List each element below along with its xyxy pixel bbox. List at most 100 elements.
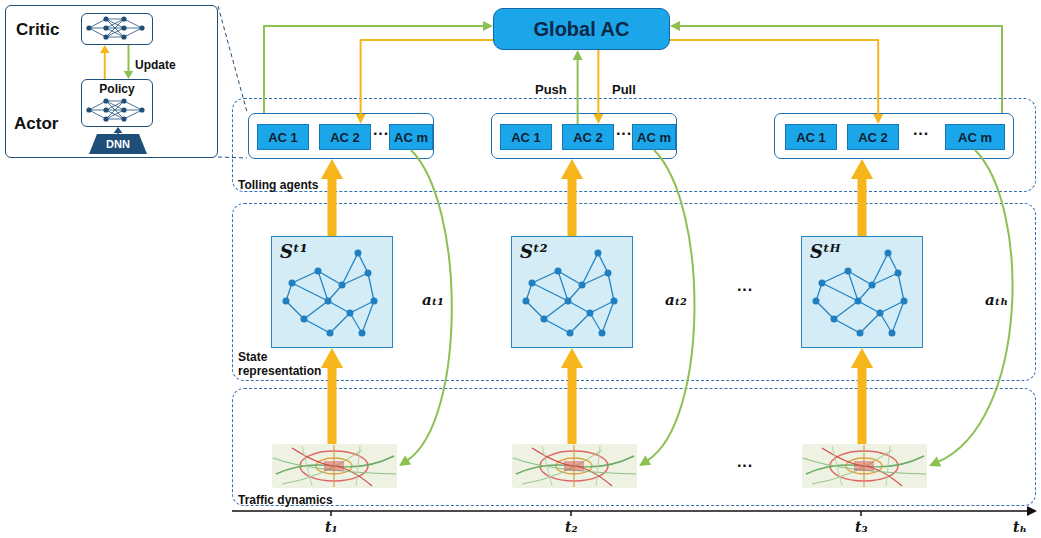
node-text: Policy (99, 82, 134, 96)
text-holder: t₂ (565, 518, 578, 536)
arrowhead (873, 114, 883, 124)
arrowhead (670, 21, 680, 31)
connector-line (568, 367, 577, 444)
text-holder: t₃ (855, 518, 868, 536)
arrowhead (100, 45, 110, 53)
time-axis (232, 506, 1037, 516)
policy-box: Policy (81, 79, 153, 127)
connector (851, 159, 873, 236)
agent-box: AC 1 (500, 124, 552, 150)
critic-network (86, 16, 144, 39)
arrowhead (929, 456, 941, 466)
state-band: State representationSᵗ¹Sᵗ²Sᵗᴴ (232, 203, 1036, 381)
text-holder: Actor (14, 114, 58, 134)
connector-line (568, 178, 577, 236)
node-text: ··· (616, 125, 632, 143)
node-text: Sᵗ² (520, 241, 548, 262)
edge-label: Push (533, 82, 569, 97)
actor-critic-inset: ActorCriticPolicyDNN (5, 5, 218, 158)
tolling-agents-band: Tolling agents···AC 1AC 2AC m···AC 1AC 2… (232, 98, 1036, 192)
connector-line (938, 150, 1012, 462)
state-graph (523, 250, 618, 337)
arrowhead (573, 50, 583, 60)
text-holder: aₜₕ (983, 291, 1010, 309)
node-text: Tolling agents (238, 178, 318, 192)
node-text: AC 1 (268, 130, 298, 145)
connector-line (104, 52, 106, 79)
text-holder: Tolling agents (238, 175, 318, 193)
node-text: AC 2 (573, 130, 603, 145)
text-holder: ··· (737, 281, 753, 299)
agent-box: AC m (632, 124, 676, 150)
connector (670, 21, 1002, 113)
connector (114, 127, 123, 134)
dnn-trapezoid-shape (89, 134, 147, 154)
text-holder: Push (533, 80, 569, 98)
agent-group: ···AC 1AC 2AC m (774, 113, 1014, 159)
agent-box: AC m (389, 124, 433, 150)
arrowhead (114, 127, 123, 133)
node-text: AC 1 (796, 130, 826, 145)
text-holder: Sᵗᴴ (810, 241, 840, 262)
traffic-band: Traffic dynamics (232, 388, 1036, 506)
state-box: Sᵗᴴ (801, 236, 923, 348)
agent-box: AC 2 (562, 124, 614, 150)
edge-label: Update (133, 58, 178, 72)
node-text: AC m (394, 130, 428, 145)
time-axis-part (232, 510, 1028, 512)
connector (561, 159, 583, 236)
arrowhead (483, 21, 493, 31)
node-text: AC 1 (511, 130, 541, 145)
arrowhead (851, 348, 873, 368)
state-box: Sᵗ² (511, 236, 633, 348)
arrowhead (321, 348, 343, 368)
policy-network (86, 98, 144, 121)
connector-line (858, 178, 867, 236)
connector-line (407, 150, 451, 460)
arrowhead (851, 159, 873, 179)
text-holder: Critic (16, 20, 59, 40)
agent-group: ···AC 1AC 2AC m (248, 113, 434, 159)
node-text: AC m (637, 130, 671, 145)
connector-line (328, 367, 337, 444)
text-holder: aₜ₂ (663, 291, 689, 309)
arrowhead (593, 114, 603, 124)
edge-label: aₜₕ (983, 291, 1010, 309)
text-holder: Update (133, 55, 178, 73)
connector-line (577, 59, 579, 124)
connector (321, 348, 343, 444)
connector (399, 150, 452, 466)
connector (124, 45, 134, 79)
text-holder: t₁ (325, 518, 338, 536)
agent-box: AC 2 (847, 124, 899, 150)
node-text: Traffic dynamics (238, 493, 333, 507)
time-axis-part (1027, 506, 1037, 516)
connector (100, 45, 110, 79)
arrowhead (561, 159, 583, 179)
node-text: AC 2 (858, 130, 888, 145)
text-holder: Sᵗ¹ (280, 241, 308, 262)
state-graph (283, 250, 378, 337)
time-axis-part (860, 511, 862, 516)
arrowhead (356, 114, 366, 124)
connector (264, 21, 493, 113)
node-text: Critic (16, 20, 59, 40)
connector (670, 40, 883, 124)
arrowhead (124, 71, 134, 79)
connector-line (361, 40, 493, 115)
zoom-lines (218, 6, 247, 158)
node-text: AC m (958, 130, 992, 145)
text-holder: ··· (616, 125, 632, 143)
connector (851, 348, 873, 444)
node-text: Actor (14, 114, 58, 134)
connector-line (264, 26, 484, 113)
arrowhead (639, 455, 651, 466)
text-holder: aₜ₁ (420, 291, 446, 309)
text-holder: Sᵗ² (520, 241, 548, 262)
traffic-map (512, 444, 637, 488)
connector (639, 150, 694, 466)
node-text: AC 2 (330, 130, 360, 145)
time-label: tₕ (1013, 520, 1027, 534)
